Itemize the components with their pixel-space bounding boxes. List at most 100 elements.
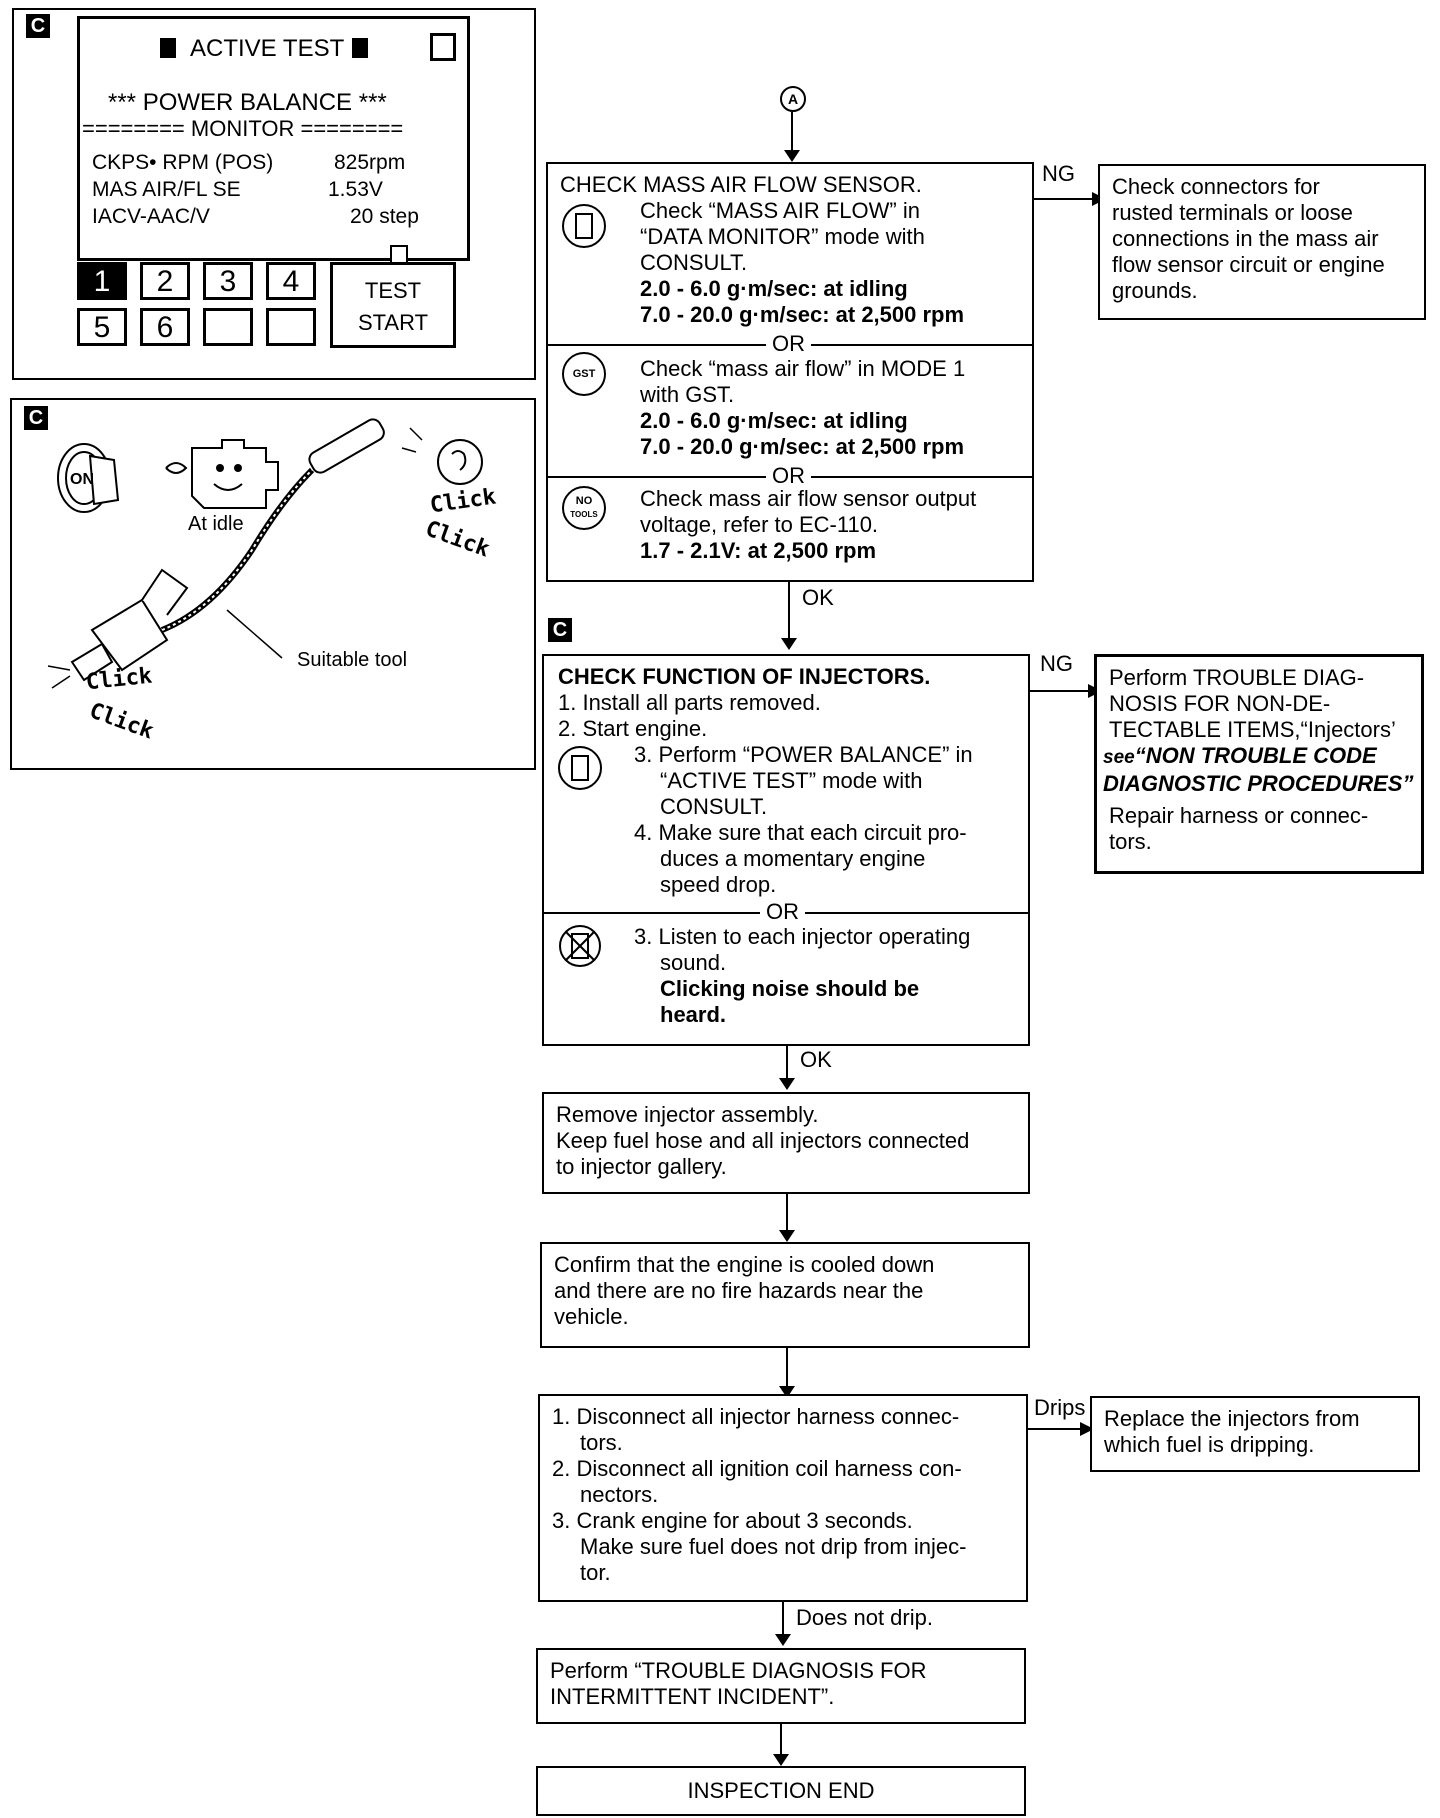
screen-title: ACTIVE TEST xyxy=(190,35,345,62)
monitor-value: 20 step xyxy=(350,205,419,228)
ng-line: TECTABLE ITEMS,“Injectors’ xyxy=(1109,717,1396,742)
ng-see-line: see“NON TROUBLE CODE xyxy=(1103,743,1421,771)
engine-icon xyxy=(165,439,279,509)
gst-icon-label: GST xyxy=(572,367,596,380)
maf-step-gst: Check “mass air flow” in MODE 1 with GST… xyxy=(640,356,965,460)
connector-a-marker: A xyxy=(780,86,806,112)
screen-corner-button[interactable] xyxy=(430,33,456,61)
text-line: to injector gallery. xyxy=(556,1154,727,1179)
key-2[interactable]: 2 xyxy=(140,262,190,300)
injector-check-box: CHECK FUNCTION OF INJECTORS. 1. Install … xyxy=(542,654,1030,1046)
spec-line: Clicking noise should be xyxy=(660,976,920,1001)
consult-display: ACTIVE TEST *** POWER BALANCE *** ======… xyxy=(77,16,470,267)
replace-text: Replace the injectors from which fuel is… xyxy=(1104,1406,1360,1458)
injector-listen-step: 3. Listen to each injector operating sou… xyxy=(634,924,970,1028)
step-line: 3. Perform “POWER BALANCE” in xyxy=(634,742,973,767)
maf-check-box: CHECK MASS AIR FLOW SENSOR. Check “MASS … xyxy=(546,162,1034,582)
consult-screen-panel: C ACTIVE TEST *** POWER BALANCE *** ====… xyxy=(12,8,536,380)
remove-injector-box: Remove injector assembly. Keep fuel hose… xyxy=(542,1092,1030,1194)
text-line: INTERMITTENT INCIDENT”. xyxy=(550,1684,835,1709)
test-start-line: TEST xyxy=(364,278,422,303)
step-line: “ACTIVE TEST” mode with xyxy=(660,768,923,793)
ignition-on-label: ON xyxy=(70,471,94,488)
inspection-end-label: INSPECTION END xyxy=(687,1778,875,1803)
monitor-label: IACV-AAC/V xyxy=(92,205,210,228)
perform-text: Perform “TROUBLE DIAGNOSIS FOR INTERMITT… xyxy=(550,1658,927,1710)
consult-icon xyxy=(558,746,602,790)
step-line: speed drop. xyxy=(660,872,777,897)
illustration-marker: C xyxy=(24,406,48,430)
inspection-end-box: INSPECTION END xyxy=(536,1766,1026,1816)
ng-label: NG xyxy=(1040,651,1073,676)
see-ref: “NON TROUBLE CODE xyxy=(1134,743,1377,768)
does-not-drip-label: Does not drip. xyxy=(796,1605,933,1630)
key-1[interactable]: 1 xyxy=(77,262,127,300)
text-line: 2. Disconnect all ignition coil harness … xyxy=(552,1456,962,1481)
text-line: tor. xyxy=(580,1560,611,1585)
ng-line: rusted terminals or loose xyxy=(1112,200,1353,225)
spec-line: 2.0 - 6.0 g·m/sec: at idling xyxy=(640,276,908,301)
step-line: with GST. xyxy=(640,382,735,407)
ng-line: grounds. xyxy=(1112,278,1198,303)
arrow-line xyxy=(791,112,793,158)
suitable-tool-label: Suitable tool xyxy=(297,649,408,671)
no-tools-label: NO xyxy=(575,495,593,507)
key-3[interactable]: 3 xyxy=(203,262,253,300)
arrow-head xyxy=(779,1078,795,1090)
square-icon xyxy=(160,38,176,58)
key-blank[interactable] xyxy=(203,308,253,346)
arrow-line xyxy=(780,1724,782,1758)
test-start-button[interactable]: TEST START xyxy=(330,262,456,348)
arrow-line xyxy=(782,1602,784,1638)
step-line: voltage, refer to EC-110. xyxy=(640,512,879,537)
arrow-head xyxy=(773,1754,789,1766)
step-line: “DATA MONITOR” mode with xyxy=(640,224,925,249)
screen-monitor-line: ======== MONITOR ======== xyxy=(82,117,404,141)
confirm-text: Confirm that the engine is cooled down a… xyxy=(554,1252,934,1330)
step-line: 1. Install all parts removed. xyxy=(558,690,821,715)
stethoscope-tool-icon xyxy=(47,418,483,689)
monitor-label: MAS AIR/FL SE xyxy=(92,178,241,201)
injector-consult-steps: 3. Perform “POWER BALANCE” in “ACTIVE TE… xyxy=(634,742,973,898)
key-6[interactable]: 6 xyxy=(140,308,190,346)
arrow-head xyxy=(781,638,797,650)
ignition-key-icon xyxy=(57,443,120,513)
no-tool-listen-icon xyxy=(559,925,601,967)
arrow-head xyxy=(779,1230,795,1242)
arrow-line xyxy=(786,1348,788,1390)
step-line: duces a momentary engine xyxy=(660,846,926,871)
see-text: see xyxy=(1103,747,1135,768)
injector-steps: 1. Install all parts removed. 2. Start e… xyxy=(558,690,821,742)
screen-heading: *** POWER BALANCE *** xyxy=(108,89,387,116)
drips-label: Drips xyxy=(1034,1395,1086,1420)
step-line: CONSULT. xyxy=(640,250,748,275)
injector-title: CHECK FUNCTION OF INJECTORS. xyxy=(558,664,931,689)
key-blank[interactable] xyxy=(266,308,316,346)
ng-line: Repair harness or connec- xyxy=(1109,803,1369,828)
ng-line: flow sensor circuit or engine xyxy=(1112,252,1385,277)
monitor-label: CKPS• RPM (POS) xyxy=(92,151,274,174)
at-idle-label: At idle xyxy=(188,513,244,535)
ng-line: Check connectors for xyxy=(1112,174,1320,199)
injector-marker: C xyxy=(548,618,572,642)
remove-text: Remove injector assembly. Keep fuel hose… xyxy=(556,1102,969,1180)
ng-line: Perform TROUBLE DIAG- xyxy=(1109,665,1365,690)
ok-label: OK xyxy=(800,1047,832,1072)
key-4[interactable]: 4 xyxy=(266,262,316,300)
maf-step-consult: Check “MASS AIR FLOW” in “DATA MONITOR” … xyxy=(640,198,964,328)
step-line: Check “MASS AIR FLOW” in xyxy=(640,198,920,223)
injector-illustration-panel: C ON At idle Suitable tool Click Click C… xyxy=(10,398,536,770)
no-tools-label: TOOLS xyxy=(570,510,598,519)
text-line: tors. xyxy=(580,1430,623,1455)
maf-ng-text: Check connectors for rusted terminals or… xyxy=(1112,174,1385,304)
injector-ng-box: Perform TROUBLE DIAG- NOSIS FOR NON-DE- … xyxy=(1094,654,1424,874)
text-line: Make sure fuel does not drip from injec- xyxy=(580,1534,967,1559)
key-5[interactable]: 5 xyxy=(77,308,127,346)
ng-label: NG xyxy=(1042,161,1075,186)
text-line: which fuel is dripping. xyxy=(1104,1432,1315,1457)
disconnect-box: 1. Disconnect all injector harness conne… xyxy=(538,1394,1028,1602)
monitor-value: 825rpm xyxy=(334,151,406,174)
arrow-line xyxy=(1034,198,1094,200)
or-label: OR xyxy=(766,464,811,488)
maf-ng-box: Check connectors for rusted terminals or… xyxy=(1098,164,1426,320)
